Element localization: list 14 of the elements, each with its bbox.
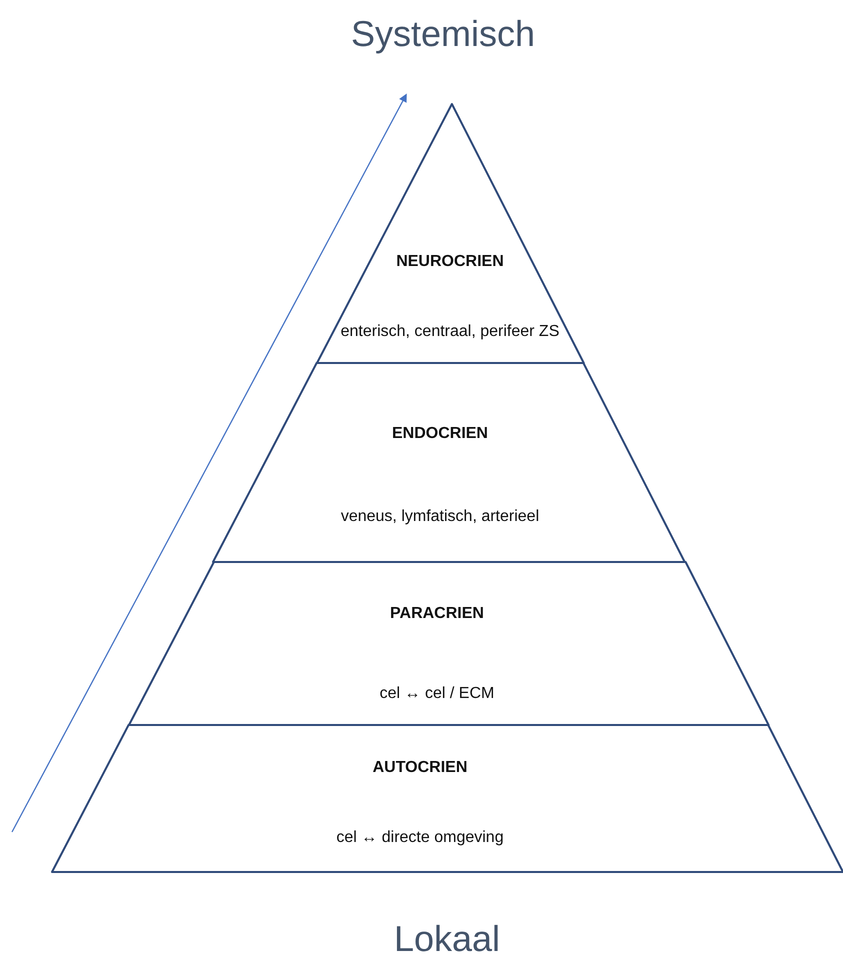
tier-heading: AUTOCRIEN [372, 759, 468, 777]
pyramid-tier [128, 562, 768, 725]
pyramid-tier [213, 363, 686, 562]
tier-description: enterisch, centraal, perifeer ZS [340, 323, 560, 341]
tier-heading: NEUROCRIEN [396, 253, 504, 271]
bottom-label: Lokaal [394, 918, 500, 954]
tier-description: cel ↔ cel / ECM [380, 685, 494, 703]
tier-heading: PARACRIEN [390, 605, 484, 623]
pyramid-tier [317, 104, 584, 363]
tier-description: cel ↔ directe omgeving [336, 829, 504, 847]
pyramid-tier [52, 725, 843, 872]
tier-heading: ENDOCRIEN [392, 425, 488, 443]
top-label: Systemisch [350, 13, 536, 55]
tier-description: veneus, lymfatisch, arterieel [340, 508, 540, 526]
